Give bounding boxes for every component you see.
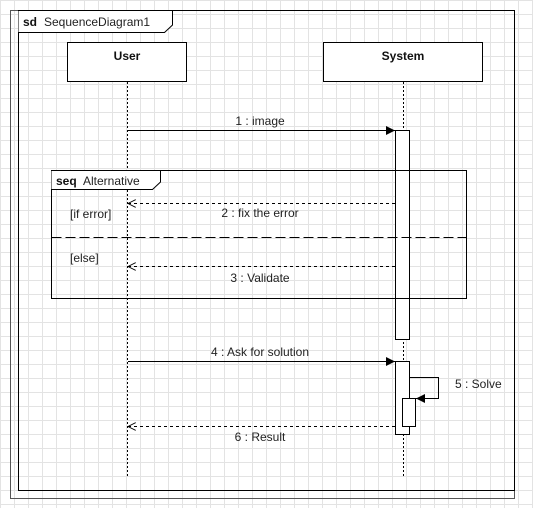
message-5-self-arrow[interactable] (409, 377, 439, 403)
system-self-activation[interactable] (402, 398, 416, 427)
system-activation-1[interactable] (395, 130, 410, 340)
fragment-border[interactable] (51, 170, 467, 299)
fragment-name-tab (51, 170, 161, 190)
user-lifeline-head[interactable] (67, 42, 187, 82)
message-6-label: 6 : Result (235, 430, 286, 444)
system-lifeline-label: System (382, 49, 425, 63)
message-5-label: 5 : Solve (455, 377, 502, 391)
frame-name-tab (18, 10, 173, 33)
system-lifeline-head[interactable] (323, 42, 483, 82)
frame-title: SequenceDiagram1 (44, 15, 150, 29)
frame-inner-border[interactable] (18, 10, 515, 491)
fragment-title: Alternative (83, 174, 140, 188)
message-2-label: 2 : fix the error (221, 206, 298, 220)
guard-else: [else] (70, 251, 99, 265)
user-lifeline-label: User (114, 49, 141, 63)
message-4-label: 4 : Ask for solution (211, 345, 309, 359)
fragment-keyword: seq (56, 174, 77, 188)
frame-keyword: sd (23, 15, 37, 29)
message-1-label: 1 : image (235, 114, 285, 128)
guard-if-error: [if error] (70, 207, 111, 221)
message-3-label: 3 : Validate (230, 271, 289, 285)
